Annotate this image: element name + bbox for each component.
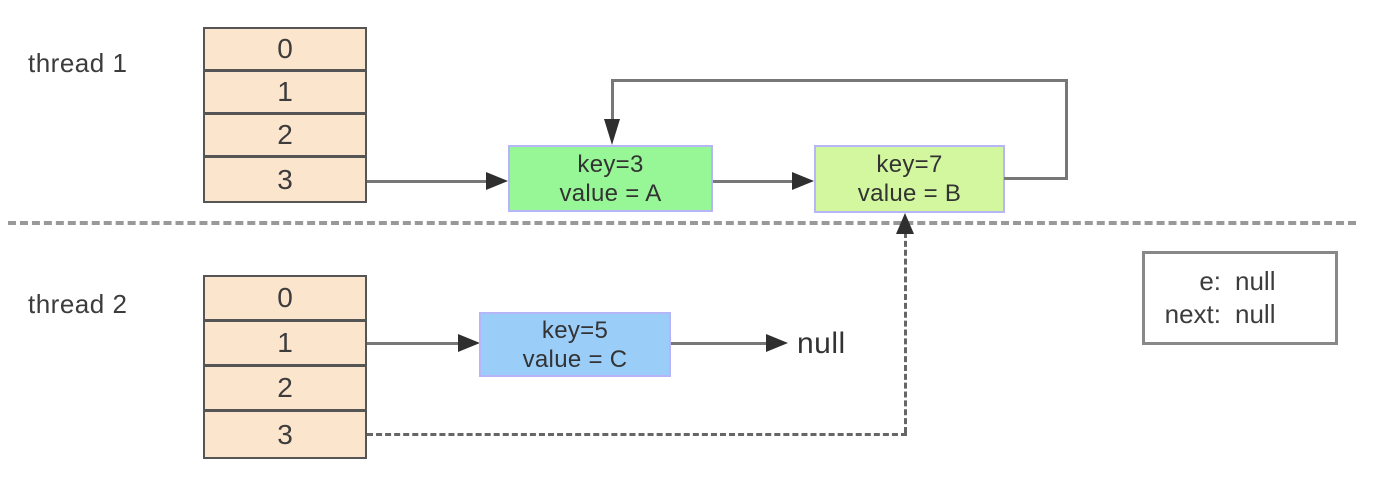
arrowhead-right-icon bbox=[458, 334, 480, 352]
arrowhead-right-icon bbox=[792, 172, 814, 190]
bucket-index: 2 bbox=[277, 372, 293, 403]
bucket-cell: 2 bbox=[205, 115, 365, 158]
bucket-cell: 3 bbox=[205, 158, 365, 201]
bucket-index: 1 bbox=[277, 327, 293, 358]
thread2-label: thread 2 bbox=[28, 289, 128, 319]
node-key-text: key=3 bbox=[577, 150, 644, 178]
arrowhead-down-icon bbox=[604, 119, 620, 145]
bucket-cell: 3 bbox=[205, 412, 365, 457]
bucket-cell: 1 bbox=[205, 72, 365, 115]
link-line bbox=[367, 180, 488, 183]
bucket-cell: 0 bbox=[205, 29, 365, 72]
link-line bbox=[367, 342, 460, 345]
node-value-text: value = B bbox=[857, 180, 962, 207]
loop-line-top bbox=[611, 79, 1068, 82]
bucket-index: 2 bbox=[277, 119, 293, 150]
node-key-text: key=7 bbox=[876, 151, 943, 178]
bucket-index: 3 bbox=[277, 418, 293, 450]
state-label: next: bbox=[1164, 299, 1221, 329]
link-line bbox=[713, 180, 794, 183]
bucket-index: 0 bbox=[277, 33, 293, 64]
dashed-pointer-line bbox=[904, 232, 907, 433]
link-line bbox=[671, 342, 768, 345]
bucket-cell: 0 bbox=[205, 277, 365, 322]
loop-line-right bbox=[1004, 177, 1068, 180]
bucket-cell: 1 bbox=[205, 322, 365, 367]
node-value-text: value = A bbox=[559, 179, 662, 207]
thread2-bucket-array: 0 1 2 3 bbox=[203, 275, 367, 459]
node-value-text: value = C bbox=[522, 345, 628, 373]
thread-separator-line bbox=[8, 221, 1356, 225]
node-key3: key=3 value = A bbox=[508, 145, 713, 212]
state-value: null bbox=[1235, 266, 1276, 296]
thread1-label: thread 1 bbox=[28, 48, 128, 78]
node-key7: key=7 value = B bbox=[814, 145, 1005, 213]
node-key5: key=5 value = C bbox=[479, 312, 671, 377]
arrowhead-right-icon bbox=[486, 172, 508, 190]
bucket-index: 3 bbox=[277, 163, 293, 195]
bucket-index: 1 bbox=[277, 76, 293, 107]
state-row: next: null bbox=[1145, 298, 1335, 331]
node-key-text: key=5 bbox=[541, 316, 609, 344]
dashed-pointer-line bbox=[367, 433, 907, 436]
state-label: e: bbox=[1199, 266, 1221, 296]
arrowhead-up-icon bbox=[896, 213, 914, 234]
thread1-bucket-array: 0 1 2 3 bbox=[203, 27, 367, 203]
null-label: null bbox=[797, 327, 846, 360]
bucket-cell: 2 bbox=[205, 367, 365, 412]
arrowhead-right-icon bbox=[766, 334, 788, 352]
state-value: null bbox=[1235, 299, 1276, 329]
bucket-index: 0 bbox=[277, 282, 293, 313]
state-row: e: null bbox=[1145, 265, 1335, 298]
entry-state-box: e: null next: null bbox=[1142, 251, 1338, 345]
loop-line-up bbox=[1065, 79, 1068, 180]
loop-line-down bbox=[611, 79, 614, 121]
